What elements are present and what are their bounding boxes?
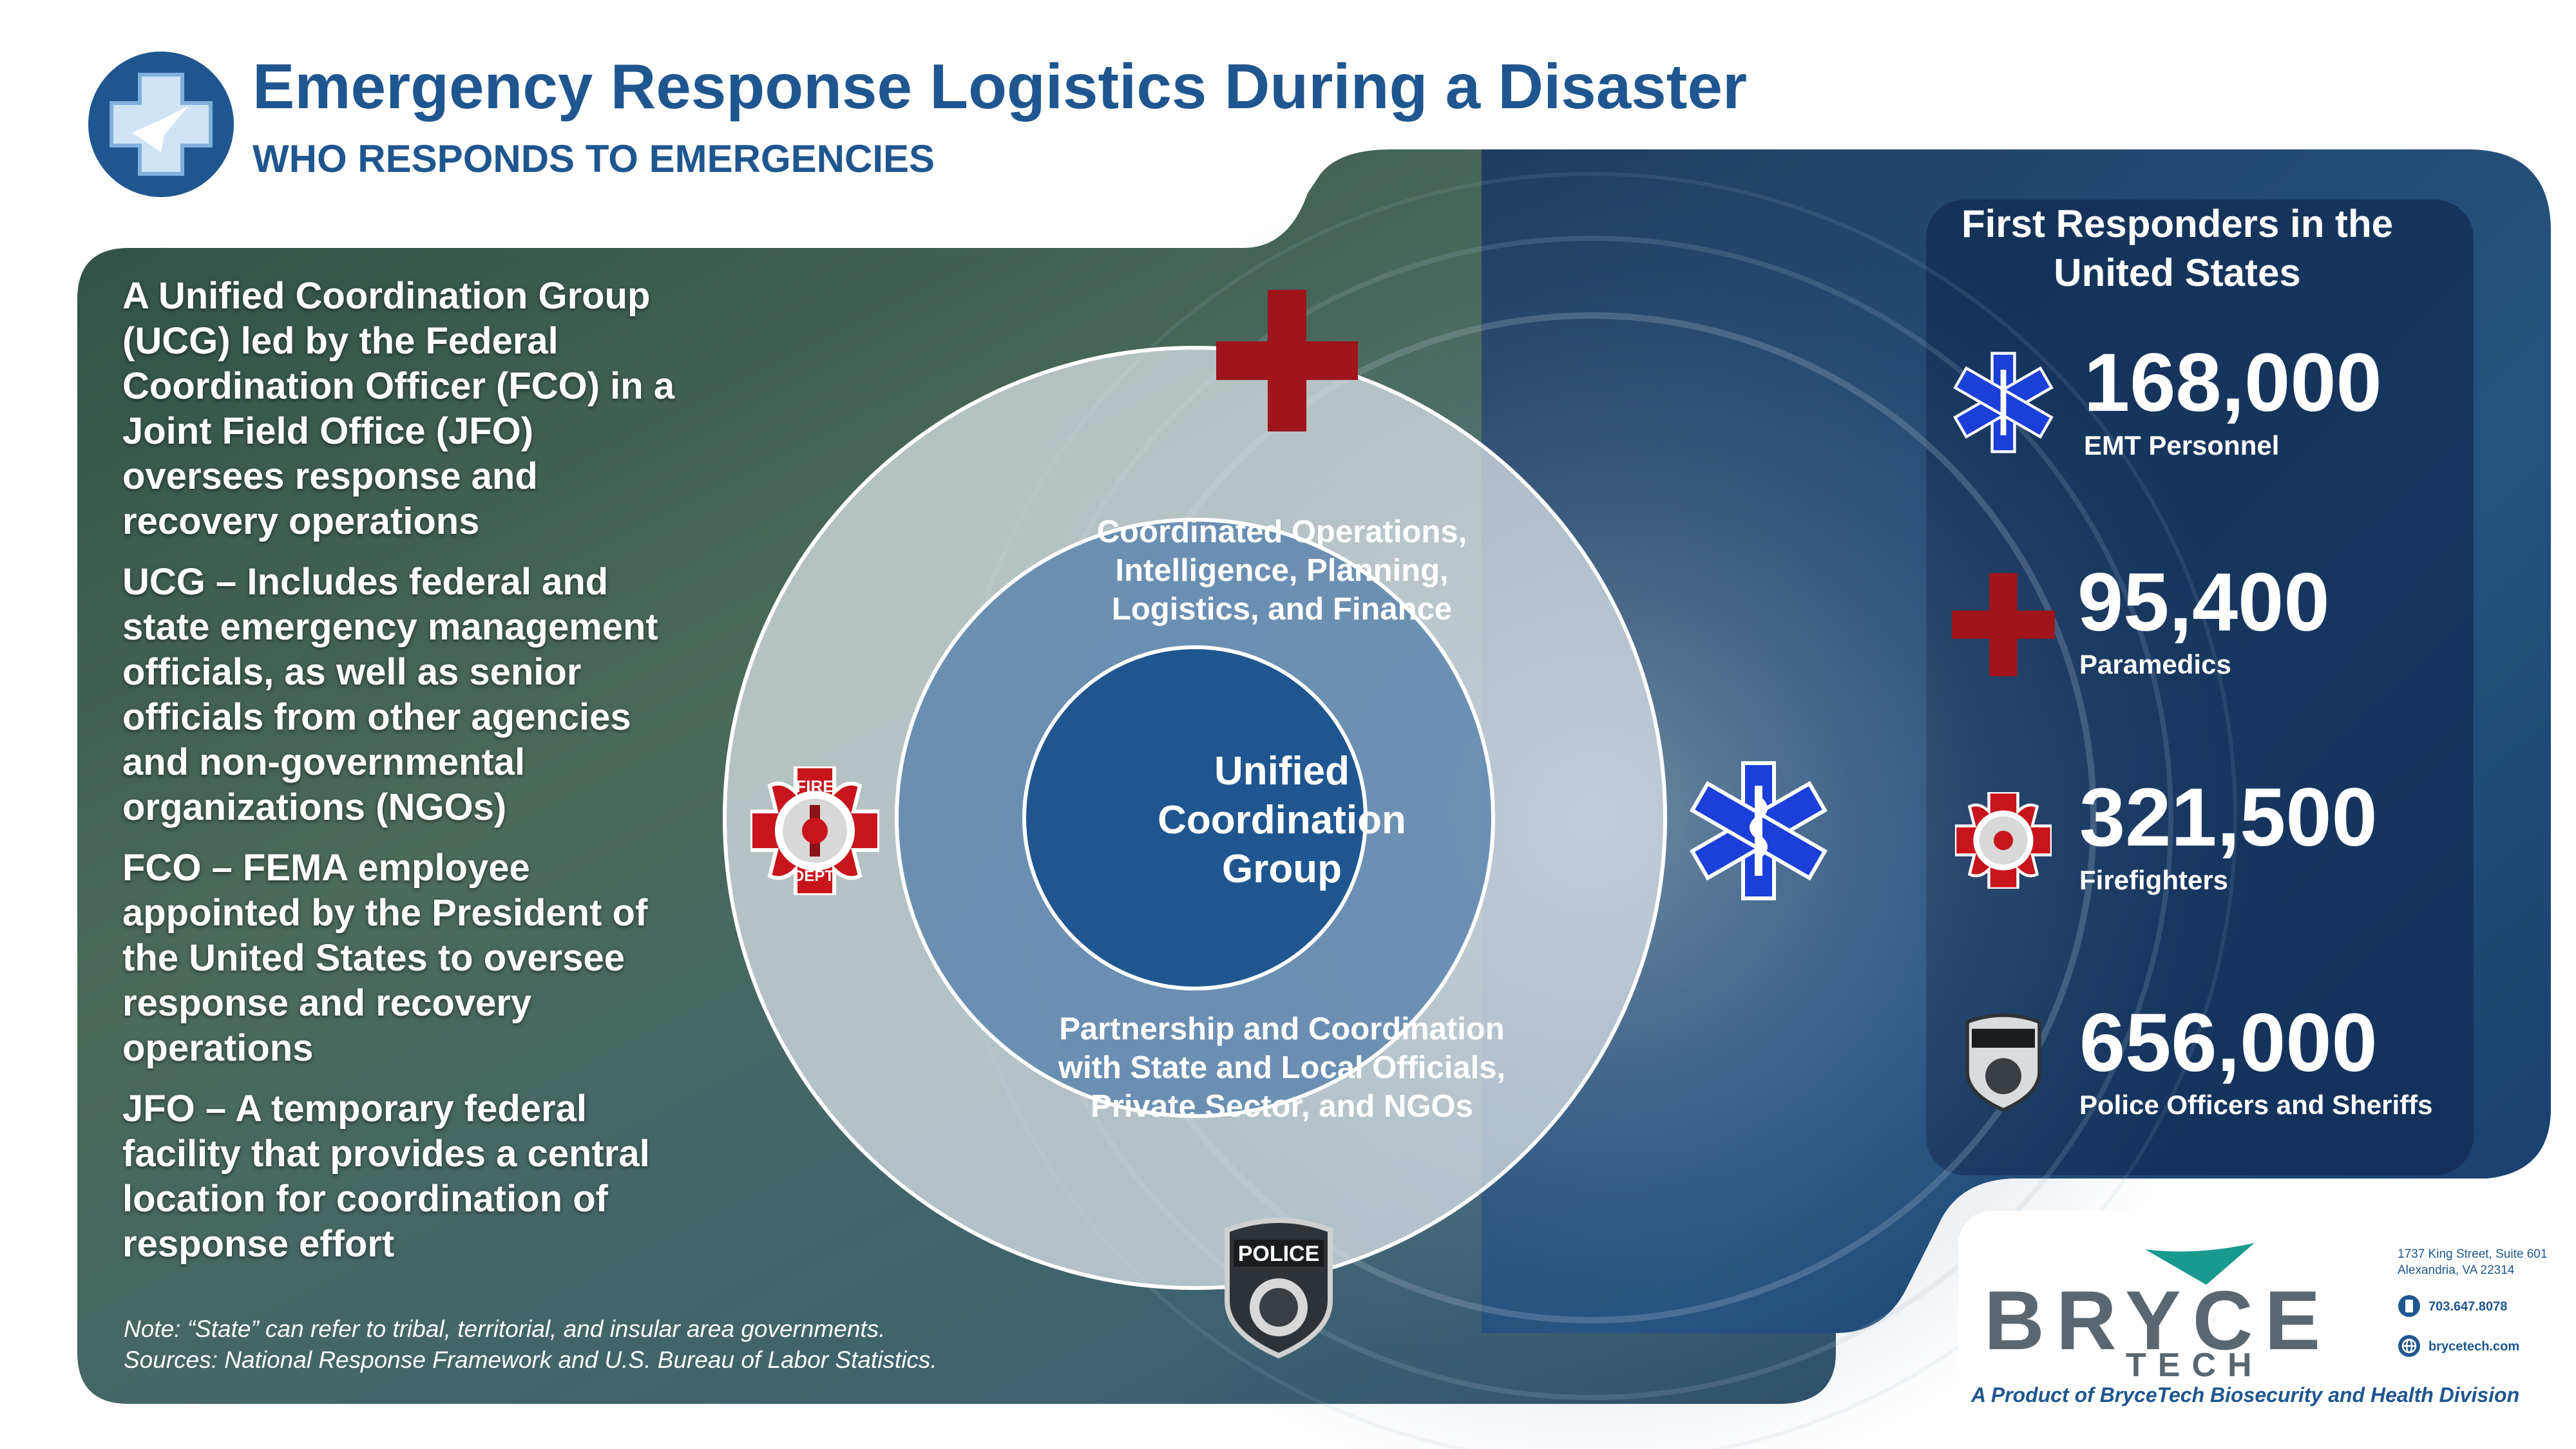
ring-bottom-text: Partnership and Coordination with State …	[1058, 1012, 1506, 1124]
fire-department-badge-icon: FIRE DEPT.	[750, 766, 879, 895]
stat-value-emt: 168,000	[2084, 337, 2382, 429]
paragraph-ucg-overview: A Unified Coordination Group (UCG) led b…	[122, 275, 675, 542]
paragraph-jfo-definition: JFO – A temporary federal facility that …	[122, 1088, 650, 1265]
company-sub: TECH	[2126, 1347, 2264, 1384]
stat-label-paramedics: Paramedics	[2079, 649, 2231, 679]
stats-heading: First Responders in the United States	[1961, 202, 2394, 294]
description-text-block: A Unified Coordination Group (UCG) led b…	[122, 274, 689, 1282]
website-link[interactable]: brycetech.com	[2428, 1340, 2520, 1354]
page-subtitle: WHO RESPONDS TO EMERGENCIES	[253, 137, 935, 180]
page-title: Emergency Response Logistics During a Di…	[253, 51, 1748, 122]
bryce-logo-swoosh-icon	[2145, 1243, 2255, 1285]
phone-icon	[2398, 1295, 2420, 1317]
police-badge-icon	[1965, 1013, 2041, 1112]
footnote-note: Note: “State” can refer to tribal, terri…	[124, 1316, 886, 1342]
core-text: Unified Coordination Group	[1158, 749, 1406, 891]
footnote-block: Note: “State” can refer to tribal, terri…	[124, 1314, 1090, 1376]
star-of-life-icon	[1689, 761, 1828, 900]
paragraph-fco-definition: FCO – FEMA employee appointed by the Pre…	[122, 847, 648, 1069]
stat-label-emt: EMT Personnel	[2084, 430, 2280, 460]
company-card	[1958, 1211, 2557, 1430]
stat-label-firefighters: Firefighters	[2079, 865, 2229, 895]
red-cross-icon	[1952, 573, 2055, 676]
stat-label-police: Police Officers and Sheriffs	[2079, 1090, 2433, 1120]
red-cross-icon	[1216, 290, 1358, 431]
company-name: BRYCE	[1984, 1273, 2333, 1367]
fire-badge-bottom-text: DEPT.	[793, 867, 837, 885]
medical-cross-logo-icon	[88, 52, 234, 197]
company-tagline: A Product of BryceTech Biosecurity and H…	[1971, 1383, 2520, 1406]
fire-badge-top-text: FIRE	[796, 777, 834, 796]
ring-top-text: Coordinated Operations, Intelligence, Pl…	[1096, 515, 1467, 627]
address-line-2: Alexandria, VA 22314	[2398, 1264, 2515, 1277]
stat-value-firefighters: 321,500	[2079, 772, 2378, 864]
address-line-1: 1737 King Street, Suite 601	[2398, 1247, 2548, 1261]
phone-number[interactable]: 703.647.8078	[2428, 1300, 2508, 1314]
core-circle	[1022, 645, 1368, 990]
fire-department-badge-icon	[1955, 792, 2052, 889]
footnote-sources: Sources: National Response Framework and…	[124, 1347, 937, 1373]
police-badge-text: POLICE	[1238, 1242, 1320, 1266]
star-of-life-icon	[1953, 352, 2054, 453]
globe-icon	[2398, 1335, 2420, 1357]
coordination-circle-diagram	[723, 346, 1667, 1290]
paragraph-ucg-definition: UCG – Includes federal and state emergen…	[122, 561, 658, 828]
police-badge-icon: POLICE	[1225, 1218, 1333, 1359]
stat-value-paramedics: 95,400	[2077, 556, 2330, 649]
stat-value-police: 656,000	[2079, 997, 2378, 1089]
